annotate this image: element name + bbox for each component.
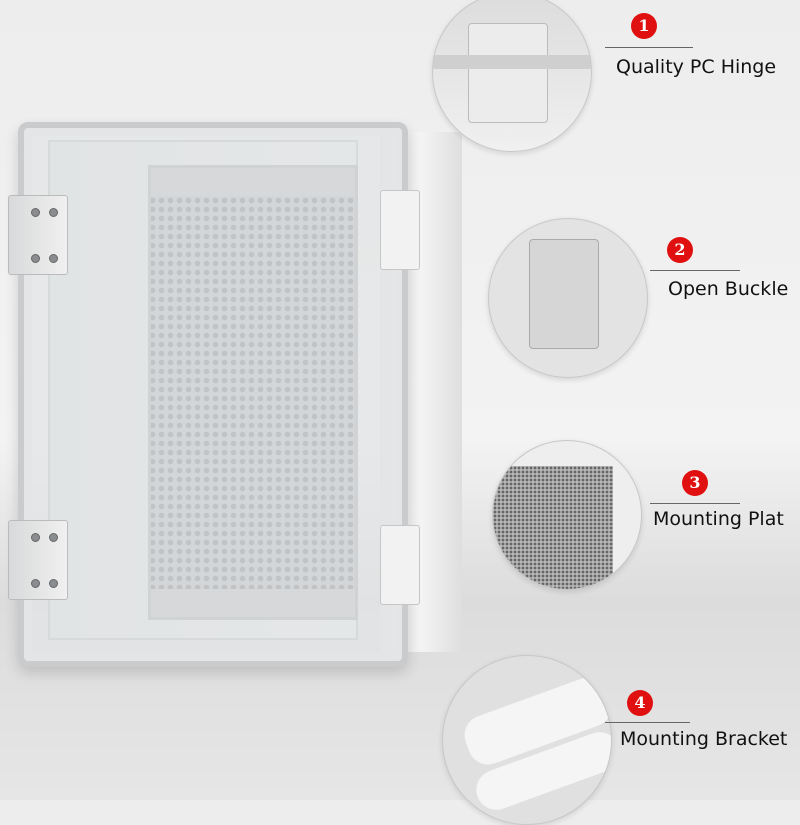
callout-line [650, 270, 740, 271]
callout-number-badge: 2 [667, 237, 693, 263]
screw [31, 579, 40, 588]
callout-label: Open Buckle [668, 278, 789, 300]
callout-line [605, 47, 693, 48]
hinge-bottom [8, 520, 68, 600]
screw [31, 533, 40, 542]
detail-circle-hinge [432, 0, 592, 152]
screw [49, 254, 58, 263]
hinge-closeup [468, 23, 548, 123]
callout-line [650, 503, 740, 504]
screw [49, 533, 58, 542]
screw [31, 254, 40, 263]
callout-number-badge: 3 [682, 470, 708, 496]
detail-circle-buckle [488, 218, 648, 378]
plate-closeup [493, 466, 613, 589]
callout-line [605, 722, 690, 723]
callout-number-badge: 4 [627, 690, 653, 716]
callout-label: Mounting Bracket [620, 728, 788, 750]
buckle-bottom [380, 525, 420, 605]
screw [31, 208, 40, 217]
screw [49, 208, 58, 217]
lid-edge-closeup [433, 55, 591, 69]
buckle-top [380, 190, 420, 270]
transparent-lid [18, 122, 408, 667]
screw [49, 579, 58, 588]
callout-number-badge: 1 [631, 13, 657, 39]
buckle-closeup [529, 239, 599, 349]
detail-circle-plate [492, 440, 642, 590]
callout-label: Quality PC Hinge [616, 56, 777, 78]
callout-label: Mounting Plat [653, 508, 784, 530]
hinge-top [8, 195, 68, 275]
